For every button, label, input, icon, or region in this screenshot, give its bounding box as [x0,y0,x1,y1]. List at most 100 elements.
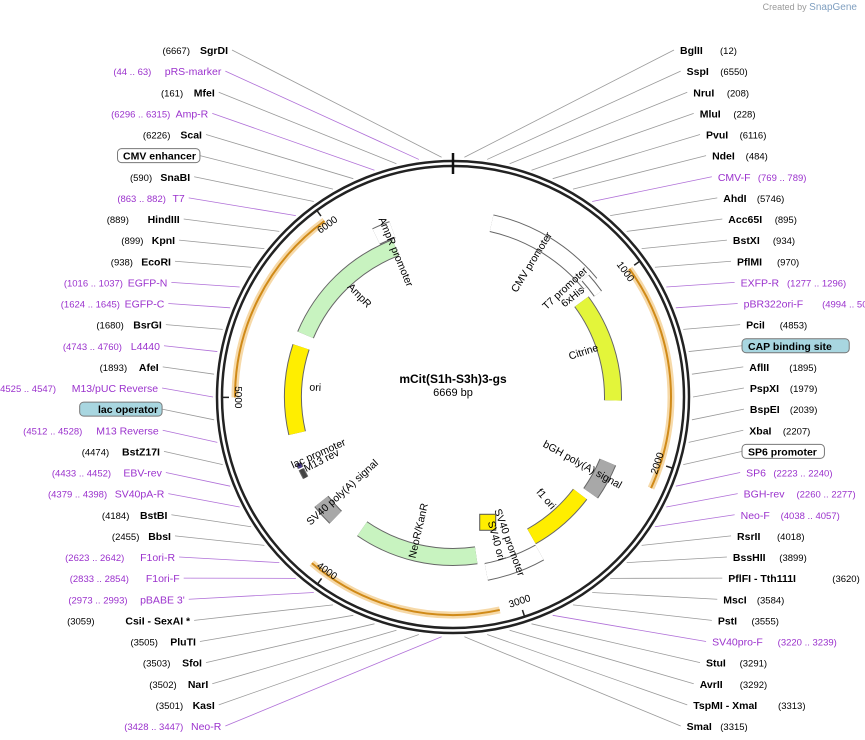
site-label: EGFP-C(1624 .. 1645) [61,299,165,311]
site-position: (6667) [163,46,190,57]
site-label: SnaBI(590) [130,172,190,184]
leader-line [183,218,280,232]
site-position: (4474) [82,447,109,458]
leader-line [179,239,265,250]
leader-lines [161,49,745,727]
region-arcs [231,218,675,619]
site-position: (6116) [740,131,767,142]
site-label: BsrGI(1680) [96,320,162,332]
leader-line [165,472,231,487]
site-label: AfeI(1893) [100,362,159,374]
site-name: AflII [749,362,769,374]
site-name: SfoI [182,658,202,670]
site-name: SgrDI [200,45,228,57]
leader-line [688,429,744,443]
site-position: (5746) [757,194,784,205]
leader-line [641,535,732,546]
leader-line [509,91,688,165]
site-label: PflMI(970) [737,256,799,268]
site-label: RsrII(4018) [737,531,804,543]
site-label: CMV enhancer [117,148,201,164]
feature-label: f1 ori [534,486,558,511]
tick-label: 6000 [316,214,341,236]
site-position: (1893) [100,363,127,374]
leader-line [487,634,688,706]
site-position: (1016 .. 1037) [64,278,123,289]
site-position: (4038 .. 4057) [781,511,840,522]
leader-line [162,387,214,398]
leader-line [171,281,240,288]
site-position: (2455) [112,532,139,543]
site-label: HindIII(889) [107,214,180,226]
leader-line [162,429,218,443]
site-label: NarI(3502) [149,679,208,691]
site-label: Amp-R(6296 .. 6315) [111,108,209,120]
leader-line [231,49,442,158]
feature-arrow [576,269,591,283]
region-arc [311,562,500,616]
leader-line [163,450,223,466]
site-label: MluI(228) [700,108,756,120]
site-label: M13/pUC Reverse(4525 .. 4547) [0,383,158,395]
site-name: AvrII [700,679,723,691]
leader-line [572,155,707,190]
site-label: KpnI (899) [121,235,175,247]
site-position: (590) [130,173,152,184]
site-label: Neo-R(3428 .. 3447) [124,721,222,733]
site-name: CMV-F [718,172,751,184]
site-name: MfeI [194,87,215,99]
site-label: PstI(3555) [718,615,779,627]
site-name: KpnI [152,235,175,247]
leader-line [464,49,675,158]
site-label: SmaI(3315) [687,721,748,733]
site-name: T7 [172,193,184,205]
feature-arrow [357,522,478,565]
leader-line [174,260,252,268]
snapgene-credit: Created by SnapGene [763,2,857,13]
site-name: EGFP-N [128,277,168,289]
site-label: pRS-marker(44 .. 63) [113,66,222,78]
site-name: PflFI - Tth111I [728,573,796,585]
site-name: F1ori-R [140,552,175,564]
site-name: BstZ17I [122,446,160,458]
leader-line [464,636,681,727]
leader-line [666,281,735,288]
leader-line [212,629,397,685]
site-label: SV40pro-F(3220 .. 3239) [712,637,837,649]
site-label: NruI(208) [693,87,749,99]
leader-line [691,408,745,421]
leader-line [572,604,712,621]
leader-line [626,218,723,232]
site-position: (970) [777,257,799,268]
leader-line [654,514,735,528]
site-name: L4440 [131,341,160,353]
site-label: lac operator [79,401,163,417]
leader-line [666,493,738,508]
region-arc [233,220,326,398]
leader-line [486,70,681,160]
leader-line [205,623,375,664]
feature-arrow [489,215,597,289]
site-label: SgrDI (6667) [163,45,229,57]
site-label: PflFI - Tth111I(3620) [728,573,859,585]
site-position: (3505) [130,638,157,649]
leader-line [199,155,334,190]
leader-line [688,345,743,352]
site-position: (44 .. 63) [113,67,151,78]
leader-line [610,197,718,217]
leader-line [188,197,296,217]
site-label: Acc65I(895) [728,214,797,226]
site-label: L4440 (4743 .. 4760) [63,341,160,353]
site-position: (4743 .. 4760) [63,342,122,353]
site-position: (3584) [757,595,784,606]
site-label: BssHII(3899) [733,552,807,564]
site-label: F1ori-R(2623 .. 2642) [65,552,175,564]
site-name: NruI [693,87,714,99]
site-name: SspI [687,66,709,78]
site-position: (3428 .. 3447) [124,722,183,733]
leader-line [552,134,701,180]
site-label: SspI(6550) [687,66,748,78]
site-box [79,401,163,417]
site-position: (899) [121,236,143,247]
leader-line [161,408,215,421]
